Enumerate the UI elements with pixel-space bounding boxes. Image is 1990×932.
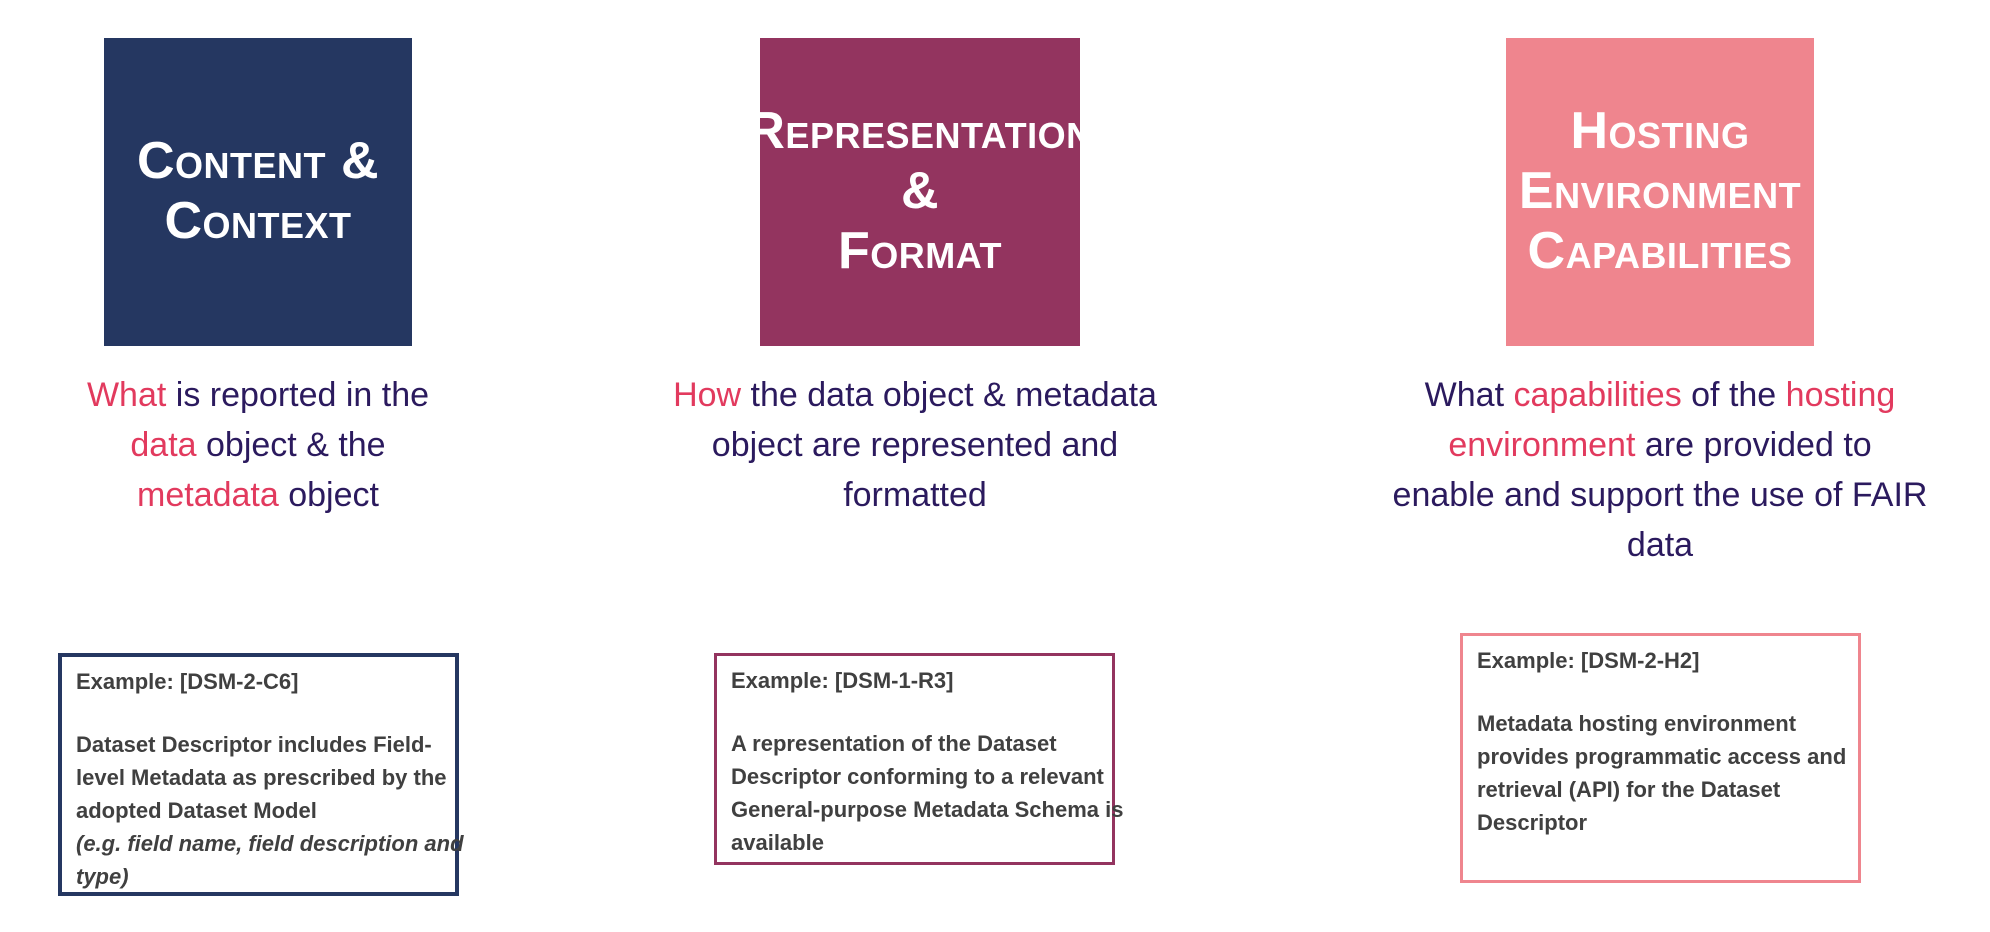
highlight-text: metadata: [137, 476, 279, 514]
tile-title-line: &: [900, 162, 940, 221]
example-text-line: General-purpose Metadata Schema is: [731, 797, 1124, 822]
tile-title-line: Representation: [747, 102, 1093, 161]
tile-representation-format: Representation & Format: [747, 38, 1092, 346]
highlight-text: hosting: [1785, 376, 1896, 414]
example-text-line: Dataset Descriptor includes Field-: [76, 732, 432, 757]
description-line: metadata object: [40, 470, 476, 520]
plain-text: is reported in the: [166, 376, 430, 414]
description-line: environment are provided to: [1350, 420, 1970, 470]
description-line: object are represented and: [615, 420, 1215, 470]
description-line: What capabilities of the hosting: [1350, 370, 1970, 420]
plain-text: of the: [1681, 376, 1786, 414]
description-line: enable and support the use of FAIR: [1350, 470, 1970, 520]
tile-title-line: Capabilities: [1527, 221, 1793, 280]
example-id: Example: [DSM-1-R3]: [731, 668, 954, 693]
plain-text: formatted: [843, 476, 987, 514]
highlight-text: capabilities: [1513, 376, 1682, 414]
example-text-line: provides programmatic access and: [1477, 744, 1847, 769]
description-line: What is reported in the: [40, 370, 476, 420]
tile-title-line: Content &: [136, 132, 380, 191]
description-line: How the data object & metadata: [615, 370, 1215, 420]
tile-content-context: Content & Context: [104, 38, 412, 346]
tile-title-line: Format: [837, 221, 1003, 280]
tile-title-line: Hosting: [1570, 102, 1750, 161]
plain-text: data: [1626, 526, 1694, 564]
highlight-text: What: [86, 376, 167, 414]
example-text-line: adopted Dataset Model: [76, 798, 317, 823]
example-id: Example: [DSM-2-H2]: [1477, 648, 1700, 673]
example-note-line: type): [76, 864, 129, 889]
example-box-dsm-2-c6: Example: [DSM-2-C6] Dataset Descriptor i…: [58, 653, 464, 896]
example-box-dsm-2-h2: Example: [DSM-2-H2] Metadata hosting env…: [1460, 633, 1861, 883]
highlight-text: How: [673, 376, 742, 414]
example-id: Example: [DSM-2-C6]: [76, 669, 299, 694]
plain-text: are provided to: [1635, 426, 1872, 464]
description-line: data object & the: [40, 420, 476, 470]
highlight-text: environment: [1448, 426, 1636, 464]
description-hosting-capabilities: What capabilities of the hosting environ…: [1350, 370, 1970, 570]
tile-title-line: Environment: [1518, 162, 1802, 221]
example-text-line: Descriptor: [1477, 810, 1588, 835]
example-text-line: Descriptor conforming to a relevant: [731, 764, 1104, 789]
plain-text: object are represented and: [711, 426, 1119, 464]
tile-hosting-environment-capabilities: Hosting Environment Capabilities: [1506, 38, 1814, 346]
example-text-line: retrieval (API) for the Dataset: [1477, 777, 1781, 802]
plain-text: object: [278, 476, 379, 514]
description-content-context: What is reported in the data object & th…: [40, 370, 476, 520]
description-representation-format: How the data object & metadata object ar…: [615, 370, 1215, 520]
description-line: data: [1350, 520, 1970, 570]
example-box-dsm-1-r3: Example: [DSM-1-R3] A representation of …: [714, 653, 1124, 865]
description-line: formatted: [615, 470, 1215, 520]
example-note-line: (e.g. field name, field description and: [76, 831, 464, 856]
highlight-text: data: [130, 426, 197, 464]
example-text-line: available: [731, 830, 824, 855]
plain-text: enable and support the use of FAIR: [1392, 476, 1928, 514]
plain-text: the data object & metadata: [741, 376, 1157, 414]
example-text-line: level Metadata as prescribed by the: [76, 765, 447, 790]
plain-text: object & the: [196, 426, 386, 464]
plain-text: What: [1424, 376, 1514, 414]
example-text-line: Metadata hosting environment: [1477, 711, 1797, 736]
tile-title-line: Context: [164, 192, 352, 250]
example-text-line: A representation of the Dataset: [731, 731, 1057, 756]
